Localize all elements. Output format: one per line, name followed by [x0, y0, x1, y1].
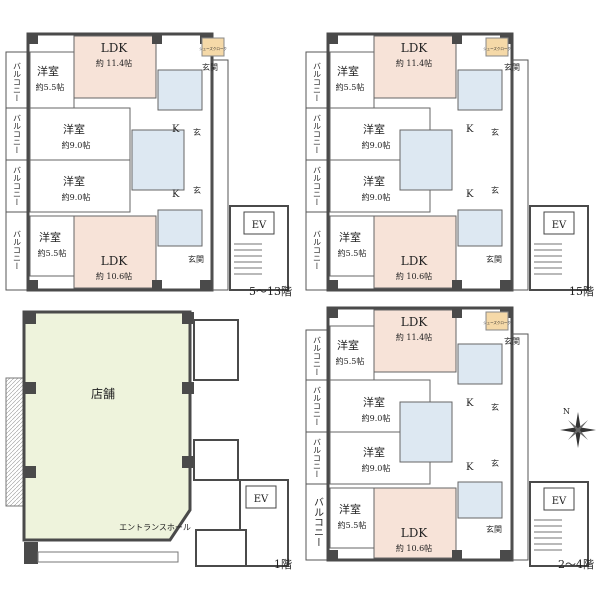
ldk-bottom-label: LDK	[101, 254, 129, 268]
bed-d-label: 洋室	[339, 230, 361, 244]
kitchen-label: K	[172, 189, 180, 200]
balcony-label: バルコニー	[313, 114, 322, 154]
ldk-bottom-size: 約 10.6帖	[396, 543, 432, 553]
balcony-label: バルコニー	[313, 166, 322, 206]
plan-floor-5-13	[5, 32, 289, 292]
entrance-label: 玄	[491, 185, 499, 195]
bed-c-label: 洋室	[363, 445, 385, 459]
balcony-label: バルコニー	[13, 166, 22, 206]
entrance-hall-label: エントランスホール	[119, 523, 191, 532]
ldk-bottom-label: LDK	[401, 254, 429, 268]
bed-b-label: 洋室	[363, 395, 385, 409]
bed-d-size: 約5.5帖	[338, 520, 367, 530]
bed-b-size: 約9.0帖	[362, 140, 391, 150]
entrance-label: 玄関	[188, 254, 204, 264]
ldk-top-size: 約 11.4帖	[396, 332, 432, 342]
ldk-bottom-size: 約 10.6帖	[96, 271, 132, 281]
ev-label: EV	[252, 220, 267, 231]
bed-a-label: 洋室	[37, 64, 59, 78]
balcony-label: バルコニー	[313, 62, 322, 102]
floor-label: 5～13階	[249, 284, 292, 298]
ldk-bottom-size: 約 10.6帖	[396, 271, 432, 281]
ldk-top-label: LDK	[401, 315, 429, 329]
bed-b-size: 約9.0帖	[362, 413, 391, 423]
entrance-label: 玄関	[486, 254, 502, 264]
balcony-label: バルコニー	[313, 336, 322, 376]
plan-floor-15	[305, 32, 589, 292]
entrance-label: 玄関	[504, 62, 520, 72]
balcony-label: バルコニー	[13, 230, 22, 270]
ev-label: EV	[254, 494, 269, 505]
bed-a-size: 約5.5帖	[36, 82, 65, 92]
ev-label: EV	[552, 496, 567, 507]
balcony-label: バルコニー	[313, 230, 322, 270]
bed-a-size: 約5.5帖	[336, 82, 365, 92]
entrance-label: 玄	[491, 402, 499, 412]
floor-label: 15階	[569, 284, 594, 298]
kitchen-label: K	[466, 124, 474, 135]
bed-b-label: 洋室	[363, 122, 385, 136]
ldk-top-size: 約 11.4帖	[96, 58, 132, 68]
compass-icon	[560, 412, 596, 448]
bed-a-size: 約5.5帖	[336, 356, 365, 366]
ldk-top-label: LDK	[101, 41, 129, 55]
closet-label: シューズクローク	[483, 46, 511, 51]
entrance-label: 玄関	[202, 62, 218, 72]
bed-d-size: 約5.5帖	[338, 248, 367, 258]
entrance-label: 玄	[193, 185, 201, 195]
bed-c-size: 約9.0帖	[62, 192, 91, 202]
bed-b-size: 約9.0帖	[62, 140, 91, 150]
ldk-top-label: LDK	[401, 41, 429, 55]
plan-floor-2-4	[305, 306, 589, 567]
kitchen-label: K	[466, 462, 474, 473]
kitchen-label: K	[172, 124, 180, 135]
floor-label: 1階	[274, 557, 292, 571]
bed-d-label: 洋室	[339, 502, 361, 516]
floor-label: 2～4階	[558, 557, 594, 571]
compass-north-label: N	[563, 407, 570, 416]
bed-c-label: 洋室	[363, 174, 385, 188]
entrance-label: 玄関	[504, 336, 520, 346]
closet-label: シューズクローク	[483, 320, 511, 325]
ldk-bottom-label: LDK	[401, 526, 429, 540]
balcony-label: バルコニー	[312, 497, 324, 547]
shop-label: 店舗	[91, 387, 115, 401]
bed-c-size: 約9.0帖	[362, 463, 391, 473]
balcony-label: バルコニー	[13, 114, 22, 154]
bed-a-label: 洋室	[337, 338, 359, 352]
bed-d-label: 洋室	[39, 230, 61, 244]
ev-label: EV	[552, 220, 567, 231]
bed-b-label: 洋室	[63, 122, 85, 136]
entrance-label: 玄	[491, 127, 499, 137]
entrance-label: 玄関	[486, 524, 502, 534]
plan-floor-1	[5, 310, 289, 567]
bed-c-size: 約9.0帖	[362, 192, 391, 202]
bed-d-size: 約5.5帖	[38, 248, 67, 258]
entrance-label: 玄	[491, 458, 499, 468]
kitchen-label: K	[466, 189, 474, 200]
balcony-label: バルコニー	[313, 386, 322, 426]
balcony-label: バルコニー	[13, 62, 22, 102]
ldk-top-size: 約 11.4帖	[396, 58, 432, 68]
closet-label: シューズクローク	[199, 46, 227, 51]
kitchen-label: K	[466, 398, 474, 409]
entrance-label: 玄	[193, 127, 201, 137]
bed-a-label: 洋室	[337, 64, 359, 78]
bed-c-label: 洋室	[63, 174, 85, 188]
balcony-label: バルコニー	[313, 438, 322, 478]
